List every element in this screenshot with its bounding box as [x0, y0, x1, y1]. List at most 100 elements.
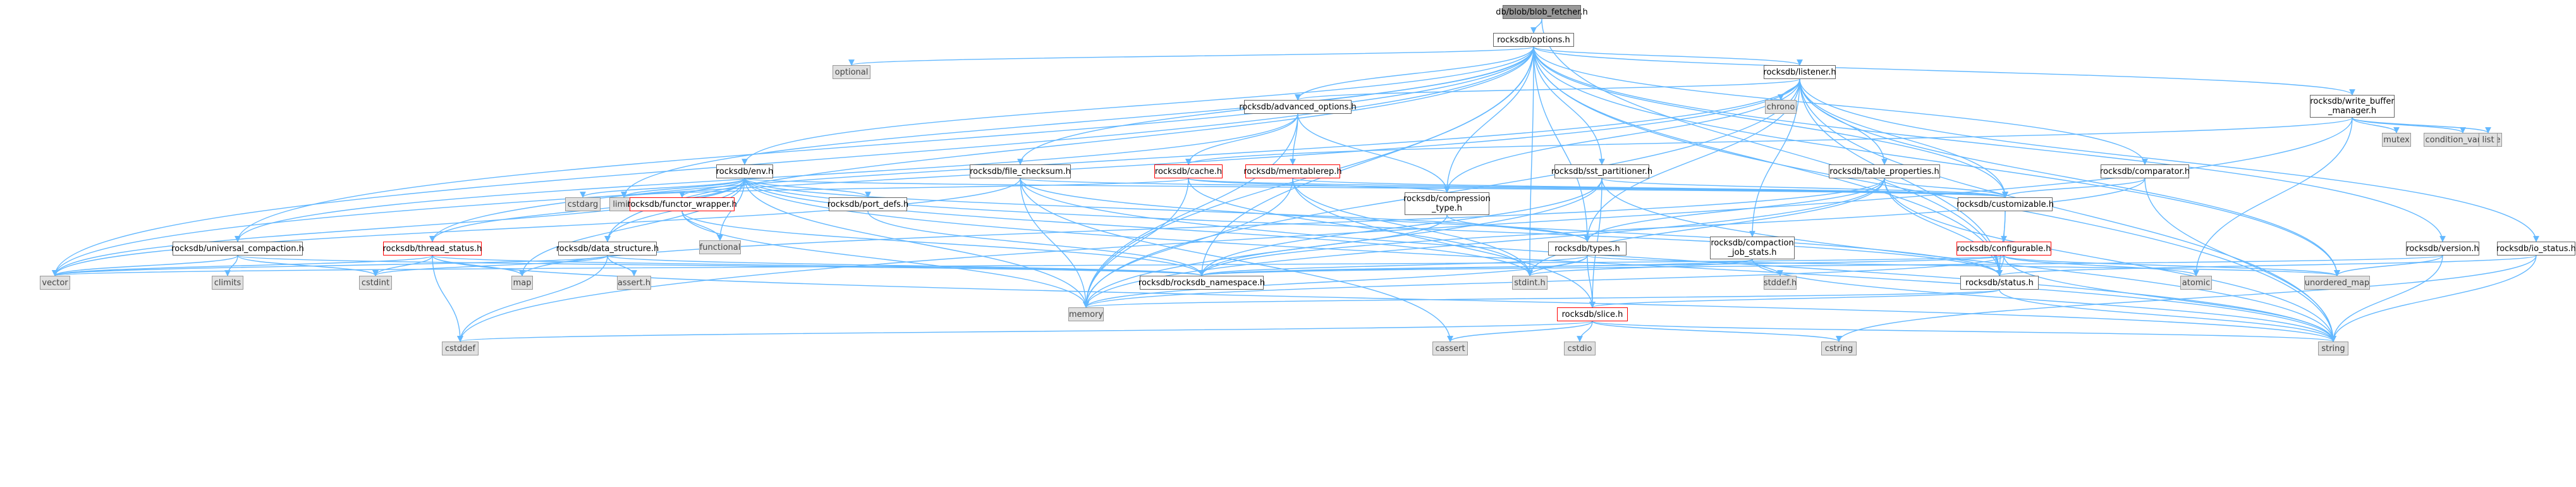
node-file-checksum[interactable]: rocksdb/file_checksum.h	[970, 164, 1071, 178]
edge-data-structure-to-assert	[607, 255, 637, 276]
edge-write-buffer-manager-to-cstddef	[457, 117, 2353, 342]
edge-functor-wrapper-to-rocksdb-namespace	[681, 211, 1205, 276]
node-status[interactable]: rocksdb/status.h	[1960, 276, 2039, 290]
edge-types-to-slice	[1587, 255, 1596, 308]
edge-env-to-vector	[52, 178, 745, 276]
node-port-defs[interactable]: rocksdb/port_defs.h	[827, 197, 908, 211]
node-cstdarg: cstdarg	[565, 197, 601, 211]
node-configurable[interactable]: rocksdb/configurable.h	[1956, 242, 2051, 256]
node-stdint: stdint.h	[1512, 276, 1547, 290]
edge-env-to-cstdarg	[580, 178, 745, 198]
edge-blob-fetcher-to-status	[1541, 18, 2003, 276]
edge-write-buffer-manager-to-atomic	[2193, 117, 2353, 276]
edge-data-structure-to-vector	[52, 255, 608, 276]
edge-io-status-to-status	[1996, 255, 2537, 276]
node-list: list	[2479, 133, 2498, 147]
node-cstdio: cstdio	[1564, 342, 1596, 355]
node-table-properties[interactable]: rocksdb/table_properties.h	[1829, 164, 1940, 178]
edge-file-checksum-to-status	[1020, 178, 2003, 276]
edge-options-to-compression-type	[1444, 46, 1534, 193]
edge-table-properties-to-memory	[1083, 178, 1885, 308]
edge-thread-status-to-string	[432, 255, 2336, 342]
edge-slice-to-string	[1592, 321, 2336, 342]
edge-write-buffer-manager-to-mutex	[2352, 117, 2400, 133]
edge-universal-compaction-to-rocksdb-namespace	[237, 255, 1205, 276]
edge-memtablerep-to-slice	[1292, 178, 1596, 308]
edge-cache-to-compression-type	[1188, 178, 1450, 193]
node-cstddef: cstddef	[442, 342, 479, 355]
node-env[interactable]: rocksdb/env.h	[716, 164, 773, 178]
edge-options-to-write-buffer-manager	[1533, 46, 2355, 96]
edge-env-to-map	[519, 178, 745, 276]
edge-options-to-limits	[621, 46, 1534, 198]
node-slice[interactable]: rocksdb/slice.h	[1557, 307, 1628, 321]
node-atomic: atomic	[2180, 276, 2212, 290]
edge-file-checksum-to-vector	[52, 178, 1021, 276]
node-stddef: stddef.h	[1764, 276, 1797, 290]
edge-env-to-limits	[621, 178, 745, 198]
node-io-status[interactable]: rocksdb/io_status.h	[2496, 242, 2576, 256]
node-functor-wrapper[interactable]: rocksdb/functor_wrapper.h	[627, 197, 737, 211]
node-chrono: chrono	[1765, 100, 1797, 114]
node-thread-status[interactable]: rocksdb/thread_status.h	[383, 242, 482, 256]
edge-compression-type-to-types	[1446, 214, 1590, 242]
edge-configurable-to-string	[2003, 255, 2336, 342]
edge-options-to-advanced-options	[1295, 46, 1534, 101]
node-customizable[interactable]: rocksdb/customizable.h	[1956, 197, 2054, 211]
node-mutex: mutex	[2382, 133, 2411, 147]
node-cache[interactable]: rocksdb/cache.h	[1154, 164, 1223, 178]
node-compression-type[interactable]: rocksdb/compression _type.h	[1403, 192, 1491, 215]
node-advanced-options[interactable]: rocksdb/advanced_options.h	[1239, 100, 1357, 114]
edge-memtablerep-to-stdint	[1292, 178, 1533, 276]
edge-options-to-unordered-map	[1533, 46, 2340, 276]
edge-file-checksum-to-string	[1020, 178, 2336, 342]
node-universal-compaction[interactable]: rocksdb/universal_compaction.h	[171, 242, 304, 256]
node-sst-partitioner[interactable]: rocksdb/sst_partitioner.h	[1551, 164, 1652, 178]
node-memtablerep[interactable]: rocksdb/memtablerep.h	[1243, 164, 1342, 178]
edge-data-structure-to-rocksdb-namespace	[607, 255, 1205, 276]
node-rocksdb-namespace[interactable]: rocksdb/rocksdb_namespace.h	[1138, 276, 1265, 290]
edge-configurable-to-vector	[52, 255, 2005, 276]
edge-env-to-customizable	[744, 178, 2008, 198]
edge-sst-partitioner-to-string	[1601, 178, 2336, 342]
edge-options-to-listener	[1533, 46, 1803, 66]
edge-thread-status-to-vector	[52, 255, 433, 276]
edge-env-to-types	[744, 178, 1590, 242]
edge-comparator-to-string	[2144, 178, 2336, 342]
edge-compression-type-to-rocksdb-namespace	[1199, 214, 1448, 276]
node-types[interactable]: rocksdb/types.h	[1548, 242, 1627, 256]
edge-configurable-to-unordered-map	[2003, 255, 2340, 276]
node-write-buffer-manager[interactable]: rocksdb/write_buffer _manager.h	[2310, 95, 2395, 118]
edge-status-to-string	[1999, 289, 2336, 342]
edge-env-to-port-defs	[744, 178, 871, 198]
node-map: map	[511, 276, 533, 290]
edge-listener-to-advanced-options	[1295, 78, 1800, 101]
node-optional: optional	[833, 65, 870, 79]
edge-version-to-rocksdb-namespace	[1199, 255, 2443, 276]
edge-env-to-status	[744, 178, 2003, 276]
edge-options-to-stdint	[1527, 46, 1534, 276]
edge-options-to-version	[1533, 46, 2446, 242]
edge-types-to-unordered-map	[1587, 255, 2340, 276]
edge-compaction-job-stats-to-stddef	[1752, 259, 1783, 276]
node-comparator[interactable]: rocksdb/comparator.h	[2100, 164, 2190, 178]
node-listener[interactable]: rocksdb/listener.h	[1763, 65, 1836, 79]
edge-write-buffer-manager-to-list	[2352, 117, 2491, 133]
node-compaction-job-stats[interactable]: rocksdb/compaction _job_stats.h	[1710, 237, 1795, 259]
edge-env-to-memory	[744, 178, 1089, 308]
edge-version-to-unordered-map	[2334, 255, 2443, 276]
edge-io-status-to-cstring	[1836, 255, 2537, 342]
node-version[interactable]: rocksdb/version.h	[2406, 242, 2479, 256]
edge-port-defs-to-rocksdb-namespace	[867, 211, 1205, 276]
edge-memtablerep-to-customizable	[1292, 178, 2008, 198]
edge-options-to-types	[1533, 46, 1590, 242]
edge-options-to-universal-compaction	[235, 46, 1534, 242]
edge-sst-partitioner-to-rocksdb-namespace	[1199, 178, 1602, 276]
edge-cache-to-stdint	[1188, 178, 1533, 276]
edge-comparator-to-rocksdb-namespace	[1199, 178, 2146, 276]
edge-table-properties-to-string	[1884, 178, 2336, 342]
node-options[interactable]: rocksdb/options.h	[1493, 33, 1574, 47]
edge-universal-compaction-to-cstdint	[237, 255, 379, 276]
node-data-structure[interactable]: rocksdb/data_structure.h	[556, 242, 659, 256]
edge-table-properties-to-customizable	[1884, 178, 2008, 198]
